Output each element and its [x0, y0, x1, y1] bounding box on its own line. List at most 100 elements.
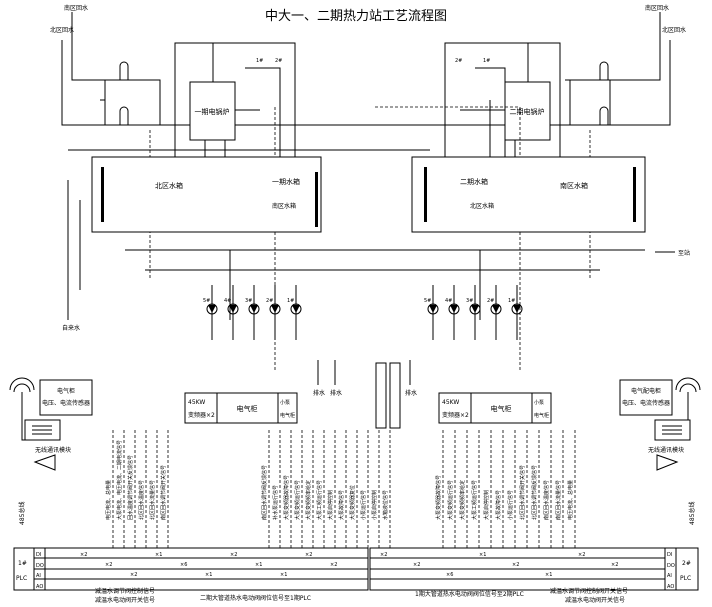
boiler-pump-label: 1# [256, 58, 263, 64]
signal-label: 大泵变频运行信号 [447, 480, 454, 520]
note-right-1: 减温水调节阀控制阀开关信号 [550, 587, 628, 595]
signal-label: 大泵变频器复位 [349, 485, 356, 520]
signal-label: 小泵运行信号 [360, 490, 367, 520]
wireless-module-left-label: 无线通讯模块 [35, 446, 71, 454]
pump-icon [429, 305, 437, 313]
pump: 3# [466, 285, 481, 340]
north-return-left-label: 北区回水 [50, 26, 74, 34]
signal-label: 北区回水温度信号 [138, 480, 145, 520]
plc1-row-di: DI [36, 552, 41, 558]
south-return-right-label: 南区回水 [645, 4, 669, 12]
boiler-pump-label: 2# [455, 58, 462, 64]
small-pump-cabinet-left-sub: 电气柜 [280, 412, 295, 419]
diagram-title: 中大一、二期热力站工艺流程图 [265, 9, 447, 24]
sensor-cabinet-right [619, 379, 673, 416]
pump-label: 2# [487, 298, 494, 304]
plc-io-count: ×2 [230, 552, 237, 558]
boiler-pump-label: 2# [275, 58, 282, 64]
vfd-left-label: 变频器×2 [188, 411, 215, 419]
boiler-pump-label: 1# [483, 58, 490, 64]
boiler-phase1: 一期电锅炉 1# 2# [174, 42, 296, 157]
plc-io-count: ×2 [578, 552, 585, 558]
wireless-module-right-label: 无线通讯模块 [648, 446, 684, 454]
signal-label: 大泵启停控制 [483, 490, 490, 520]
signal-labels-left: 电压电流、总电量大泵电流、电压电流、二期电流信号回水温度调节阀开关反馈信号北区回… [105, 430, 391, 548]
bus-right-label: 485总线 [688, 502, 696, 525]
pump-label: 3# [466, 298, 473, 304]
plc-io-count: ×2 [130, 572, 137, 578]
column-device [375, 362, 387, 429]
pump-icon [271, 305, 279, 313]
note-right-2: 减温水电动阀开关信号 [565, 596, 625, 604]
plc-io-count: ×2 [611, 562, 618, 568]
signal-label: 大泵变频器故障信号 [435, 475, 442, 520]
plc1-row-ai: AI [36, 573, 41, 579]
drain-label: 排水 [330, 389, 342, 397]
drain-pipes [317, 360, 411, 385]
pump: 4# [445, 285, 460, 340]
right-return-pipes: 南区回水 北区回水 [350, 4, 686, 126]
tank-south-right-label: 南区水箱 [560, 181, 588, 190]
pump-icon [292, 305, 300, 313]
pump: 2# [487, 285, 502, 340]
sensor-cabinet-right-sub: 电压、电流传感器 [622, 399, 670, 407]
pump-label: 1# [508, 298, 515, 304]
signal-label: 大泵变频频率给定 [305, 480, 312, 520]
column-device [389, 362, 401, 429]
main-cabinet-right-label: 电气柜 [491, 404, 512, 413]
plc-io-count: ×1 [545, 572, 552, 578]
pump: 1# [287, 285, 302, 340]
plc-io-count: ×1 [255, 562, 262, 568]
plc-io-count: ×2 [330, 562, 337, 568]
plc-1: 1# PLC DI DO AI AO [13, 547, 369, 591]
boiler-phase2-label: 二期电锅炉 [510, 107, 545, 116]
pump: 1# [508, 285, 523, 340]
signal-label: 南区回水调节阀反馈信号 [261, 465, 268, 520]
signal-label: 大泵启停控制 [327, 490, 334, 520]
pump: 5# [203, 285, 218, 340]
pump: 2# [266, 285, 281, 340]
signal-label: 电压电流、总电量 [105, 480, 112, 520]
signal-label: 小泵运行信号 [507, 490, 514, 520]
plc1-label: PLC [16, 575, 27, 582]
signal-label: 小泵启停控制 [371, 490, 378, 520]
tank-south-left-label: 南区水箱 [272, 202, 296, 210]
boiler-phase1-label: 一期电锅炉 [195, 107, 230, 116]
tank-outlet-pipes [125, 249, 675, 320]
boiler-phase2: 二期电锅炉 2# 1# [444, 42, 561, 157]
plc1-number: 1# [18, 560, 27, 567]
sensor-cabinet-left [39, 379, 93, 416]
note-center-right: 1期大管道热水电动阀阀位信号至2期PLC [415, 590, 524, 598]
plc-io-count: ×6 [446, 572, 453, 578]
signal-label: 电压电流、总电量 [567, 480, 574, 520]
bus-left-label: 485总线 [18, 502, 26, 525]
vfd-right-power: 45KW [442, 399, 459, 406]
sensor-cabinet-right-label: 电气配电柜 [631, 387, 661, 395]
signal-label: 北区回水调节阀反馈信号 [531, 465, 538, 520]
tank-right: 二期水箱 北区水箱 南区水箱 [411, 156, 646, 233]
south-return-left-label: 南区回水 [64, 4, 88, 12]
plc1-row-do: DO [36, 563, 44, 569]
plc1-row-ao: AO [36, 584, 43, 590]
pump-label: 1# [287, 298, 294, 304]
vfd-right-label: 变频器×2 [442, 411, 469, 419]
main-cabinet-left-label: 电气柜 [237, 404, 258, 413]
pump-label: 5# [424, 298, 431, 304]
pump-label: 4# [224, 298, 231, 304]
pump-icon [513, 305, 521, 313]
plc-io-count: ×1 [205, 572, 212, 578]
pump: 5# [424, 285, 439, 340]
plc-io-count: ×2 [80, 552, 87, 558]
plc-io-marks: ×2×2×2×1×6×1×2×1×1×2×2×2×2×6×1×2×1×2×2 [80, 552, 618, 578]
small-pump-cabinet-left: 小泵 [280, 399, 290, 406]
pump-label: 5# [203, 298, 210, 304]
signal-label: 北区回水流量信号 [149, 480, 156, 520]
makeup-pipe [67, 180, 81, 320]
signal-label: 大泵工频运行信号 [471, 480, 478, 520]
pump-label: 3# [245, 298, 252, 304]
pump-label: 2# [266, 298, 273, 304]
tank-phase1-label: 一期水箱 [272, 177, 300, 186]
signal-label: 大泵变频频率给定 [459, 480, 466, 520]
signal-label: 南区回水流量信号 [555, 480, 562, 520]
